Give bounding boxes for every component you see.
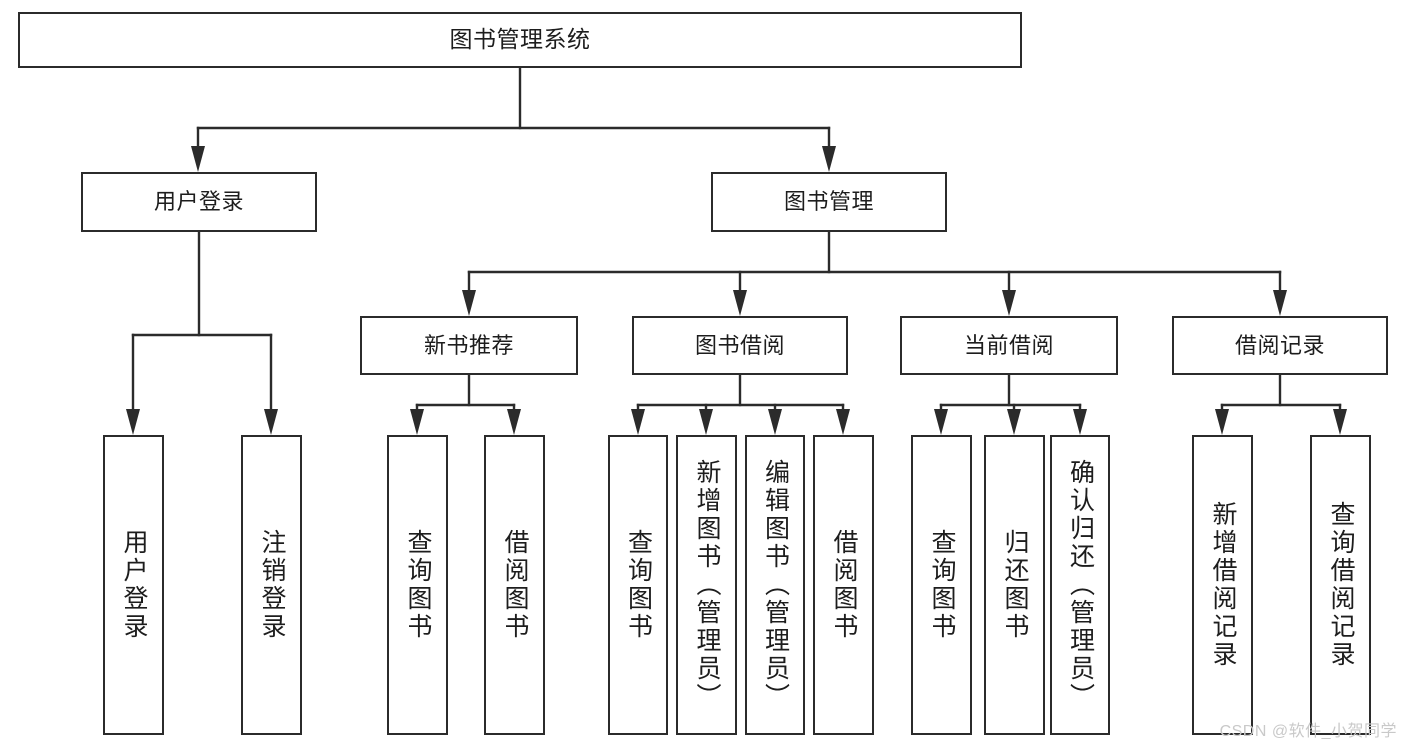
- leaf-borrow-book-recommend[interactable]: 借阅图书: [484, 435, 545, 735]
- leaf-add-book-admin-label: 新增图书（管理员）: [693, 459, 721, 711]
- node-book-borrow-label: 图书借阅: [694, 332, 785, 358]
- user-login-to-leaves-arrow-1: [264, 409, 278, 435]
- node-new-book-recommend-label: 新书推荐: [423, 332, 514, 358]
- leaf-edit-book-admin-label: 编辑图书（管理员）: [761, 459, 790, 711]
- user-login-to-leaves-arrow-0: [126, 409, 140, 435]
- borrow-record-to-leaves-arrow-1: [1333, 409, 1347, 435]
- node-borrow-record[interactable]: 借阅记录: [1172, 316, 1388, 375]
- node-current-borrow[interactable]: 当前借阅: [900, 316, 1118, 375]
- leaf-query-book-current-label: 查询图书: [928, 529, 956, 641]
- borrow-record-to-leaves-arrow-0: [1215, 409, 1229, 435]
- leaf-query-book-current[interactable]: 查询图书: [911, 435, 972, 735]
- leaf-user-login-label: 用户登录: [120, 529, 148, 641]
- book-borrow-to-leaves-arrow-0: [631, 409, 645, 435]
- leaf-return-book[interactable]: 归还图书: [984, 435, 1045, 735]
- current-borrow-to-leaves-arrow-0: [934, 409, 948, 435]
- leaf-query-borrow-record[interactable]: 查询借阅记录: [1310, 435, 1371, 735]
- node-new-book-recommend[interactable]: 新书推荐: [360, 316, 578, 375]
- leaf-edit-book-admin[interactable]: 编辑图书（管理员）: [745, 435, 805, 735]
- leaf-query-book-recommend[interactable]: 查询图书: [387, 435, 448, 735]
- leaf-query-book-recommend-label: 查询图书: [404, 529, 432, 641]
- root-to-level2-arrow-1: [822, 146, 836, 172]
- node-root-label: 图书管理系统: [449, 26, 591, 53]
- node-borrow-record-label: 借阅记录: [1234, 332, 1325, 358]
- node-root[interactable]: 图书管理系统: [18, 12, 1022, 68]
- leaf-query-borrow-record-label: 查询借阅记录: [1327, 501, 1355, 669]
- leaf-borrow-book-recommend-label: 借阅图书: [501, 529, 529, 641]
- leaf-logout-login-label: 注销登录: [258, 529, 286, 641]
- node-book-manage[interactable]: 图书管理: [711, 172, 947, 232]
- leaf-logout-login[interactable]: 注销登录: [241, 435, 302, 735]
- leaf-add-borrow-record-label: 新增借阅记录: [1209, 501, 1237, 669]
- book-borrow-to-leaves-arrow-3: [836, 409, 850, 435]
- leaf-query-book-borrow-label: 查询图书: [624, 529, 653, 641]
- leaf-add-book-admin[interactable]: 新增图书（管理员）: [676, 435, 737, 735]
- leaf-borrow-book-label: 借阅图书: [830, 529, 858, 641]
- new-book-rec-to-leaves-arrow-1: [507, 409, 521, 435]
- node-book-manage-label: 图书管理: [783, 189, 874, 215]
- book-borrow-to-leaves-arrow-2: [768, 409, 782, 435]
- leaf-borrow-book[interactable]: 借阅图书: [813, 435, 874, 735]
- leaf-user-login[interactable]: 用户登录: [103, 435, 164, 735]
- book-manage-to-level3-arrow-3: [1273, 290, 1287, 316]
- leaf-confirm-return-admin-label: 确认归还（管理员）: [1066, 459, 1095, 711]
- node-user-login[interactable]: 用户登录: [81, 172, 317, 232]
- node-user-login-label: 用户登录: [153, 189, 244, 215]
- book-borrow-to-leaves-arrow-1: [699, 409, 713, 435]
- current-borrow-to-leaves-arrow-2: [1073, 409, 1087, 435]
- new-book-rec-to-leaves-arrow-0: [410, 409, 424, 435]
- node-book-borrow[interactable]: 图书借阅: [632, 316, 848, 375]
- node-current-borrow-label: 当前借阅: [963, 332, 1054, 358]
- leaf-add-borrow-record[interactable]: 新增借阅记录: [1192, 435, 1253, 735]
- book-manage-to-level3-arrow-1: [733, 290, 747, 316]
- leaf-confirm-return-admin[interactable]: 确认归还（管理员）: [1050, 435, 1110, 735]
- book-manage-to-level3-arrow-0: [462, 290, 476, 316]
- current-borrow-to-leaves-arrow-1: [1007, 409, 1021, 435]
- leaf-query-book-borrow[interactable]: 查询图书: [608, 435, 668, 735]
- book-manage-to-level3-arrow-2: [1002, 290, 1016, 316]
- root-to-level2-arrow-0: [191, 146, 205, 172]
- leaf-return-book-label: 归还图书: [1001, 529, 1029, 641]
